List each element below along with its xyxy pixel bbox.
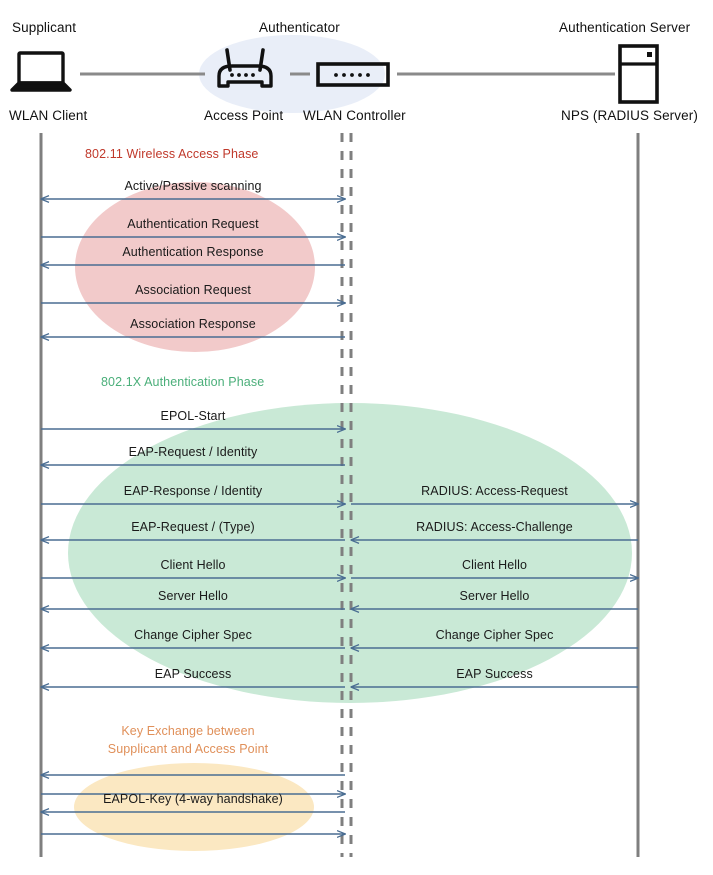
message-label-left: EAP-Request / (Type)	[131, 520, 255, 534]
access-point-icon	[217, 48, 273, 88]
message-label-right: RADIUS: Access-Challenge	[416, 520, 573, 534]
laptop-icon	[10, 51, 72, 92]
message-label-right: Server Hello	[459, 589, 530, 603]
message-label-left: EPOL-Start	[160, 409, 226, 423]
actor-role-authentication-server: Authentication Server	[559, 20, 691, 35]
message-label-right: Change Cipher Spec	[435, 628, 554, 642]
message-label-left: Association Response	[130, 317, 256, 331]
message-arrows-right	[351, 504, 638, 687]
phase-label-wireless-access: 802.11 Wireless Access Phase	[85, 147, 259, 161]
actor-name-wlan-client: WLAN Client	[9, 108, 88, 123]
actor-name-access-point: Access Point	[204, 108, 284, 123]
actor-name-nps-radius-server: NPS (RADIUS Server)	[561, 108, 698, 123]
message-label-left: Server Hello	[158, 589, 228, 603]
phase-label-dot1x-auth: 802.1X Authentication Phase	[101, 375, 265, 389]
message-label-left: EAP Success	[154, 667, 232, 681]
message-label-left: Authentication Request	[127, 217, 259, 231]
actor-role-authenticator: Authenticator	[259, 20, 340, 35]
message-label-left: Active/Passive scanning	[124, 179, 262, 193]
message-label-left: Client Hello	[160, 558, 226, 572]
message-label-right: Client Hello	[461, 558, 528, 572]
message-label-left: Change Cipher Spec	[134, 628, 252, 642]
phase-ellipse-key-exchange	[74, 763, 314, 851]
server-icon	[618, 44, 659, 104]
message-label-right: EAP Success	[456, 667, 533, 681]
message-label-left: Authentication Response	[122, 245, 264, 259]
actor-name-wlan-controller: WLAN Controller	[303, 108, 406, 123]
phase-label-key-exchange-line1: Key Exchange between	[121, 724, 255, 738]
phase-ellipse-wireless-access	[75, 182, 315, 352]
phase-label-key-exchange: Key Exchange between Supplicant and Acce…	[95, 722, 281, 758]
message-label-left: EAP-Request / Identity	[128, 445, 258, 459]
message-arrows-left	[41, 199, 345, 834]
phase-label-key-exchange-line2: Supplicant and Access Point	[107, 742, 269, 757]
message-label-left: EAP-Response / Identity	[123, 484, 263, 498]
actor-role-supplicant: Supplicant	[12, 20, 77, 35]
message-label-right: RADIUS: Access-Request	[421, 484, 568, 498]
message-label-left: EAPOL-Key (4-way handshake)	[103, 792, 283, 806]
wlan-controller-icon	[316, 62, 390, 87]
message-label-left: Association Request	[135, 283, 251, 297]
